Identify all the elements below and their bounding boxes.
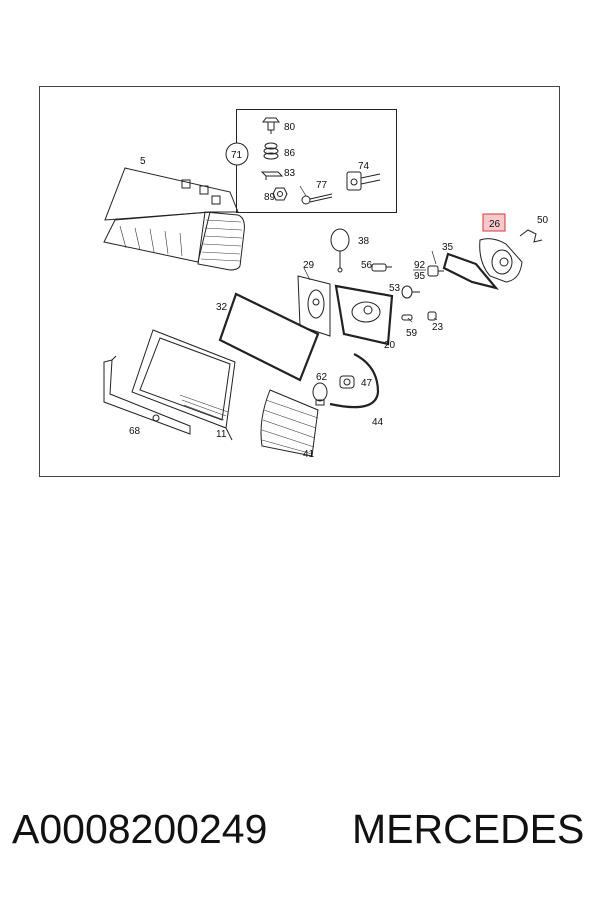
reflector-20	[334, 284, 394, 346]
callout-77: 77	[316, 180, 328, 191]
bulb-53	[401, 285, 420, 299]
headlamp-housing-11	[131, 329, 236, 441]
callout-26: 26	[489, 219, 501, 230]
callout-11: 11	[216, 429, 227, 440]
bulb-23	[427, 311, 437, 321]
callout-68: 68	[129, 426, 141, 437]
bulb-62	[312, 382, 328, 406]
callout-95: 95	[414, 271, 426, 282]
socket-95	[427, 265, 444, 277]
callout-41: 41	[303, 449, 315, 460]
aux-lamp-26	[479, 238, 523, 283]
spring-clip-50	[519, 229, 543, 243]
bulb-59	[401, 314, 413, 321]
spring-nut-86	[263, 142, 279, 160]
socket-47	[339, 375, 355, 389]
bulb-56	[371, 263, 392, 272]
callout-74: 74	[358, 161, 370, 172]
trim-strip-68	[103, 355, 191, 435]
clip-83	[260, 171, 284, 180]
callout-71: 71	[231, 150, 243, 161]
screw-80	[262, 117, 280, 134]
reflector-29	[297, 275, 331, 337]
callout-20: 20	[384, 340, 396, 351]
callout-89: 89	[264, 192, 276, 203]
callout-86: 86	[284, 148, 296, 159]
exploded-parts-diagram: 80 86 83 89 71 77 74 5 38 29 56 92 95 35…	[39, 86, 560, 477]
product-caption: A0008200249 MERCEDES	[0, 800, 600, 870]
part-number: A0008200249	[12, 806, 268, 852]
callout-32: 32	[216, 302, 228, 313]
callout-38: 38	[358, 236, 370, 247]
indicator-lens-41	[260, 389, 319, 457]
callout-80: 80	[284, 122, 296, 133]
highlight-box-26	[482, 213, 506, 232]
callout-83: 83	[284, 168, 296, 179]
headlamp-assembly-5	[103, 167, 245, 271]
bulb-38	[330, 228, 350, 273]
leader-lines	[299, 185, 438, 323]
callout-59: 59	[406, 328, 418, 339]
bolt-77	[301, 193, 333, 205]
callout-56: 56	[361, 260, 373, 271]
diagram-frame	[39, 86, 560, 477]
callout-62: 62	[316, 372, 328, 383]
wire-harness-44	[329, 353, 380, 409]
callout-92: 92	[414, 260, 426, 271]
adjuster-74	[346, 171, 381, 191]
callout-circle-71	[225, 142, 249, 166]
brand-name: MERCEDES	[352, 806, 585, 852]
nut-89	[272, 187, 288, 201]
callout-23: 23	[432, 322, 444, 333]
callout-35: 35	[442, 242, 454, 253]
callout-47: 47	[361, 378, 373, 389]
callout-5: 5	[140, 156, 146, 167]
callout-44: 44	[372, 417, 384, 428]
seal-35	[442, 252, 500, 290]
callout-50: 50	[537, 215, 549, 226]
lens-gasket-32	[218, 292, 320, 382]
callout-29: 29	[303, 260, 315, 271]
callout-53: 53	[389, 283, 401, 294]
